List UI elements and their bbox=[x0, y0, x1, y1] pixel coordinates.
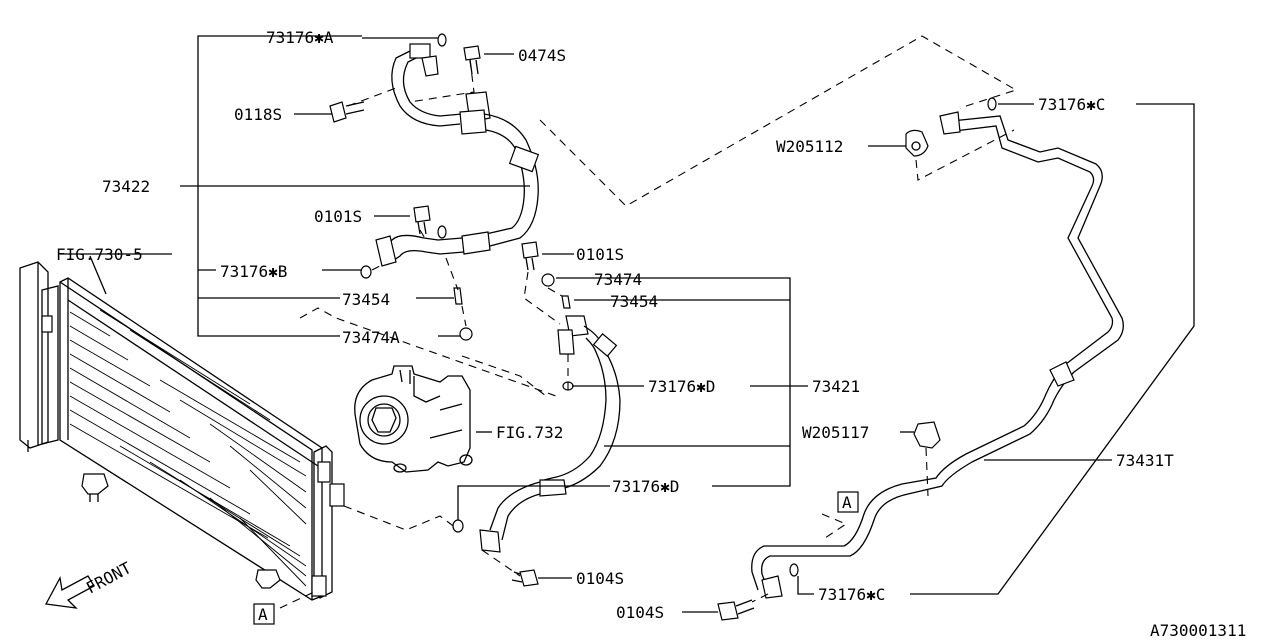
ref-box-a-lower-label: A bbox=[258, 605, 268, 624]
dashed-guides bbox=[279, 35, 1018, 609]
compressor bbox=[354, 365, 473, 473]
label-73421: 73421 bbox=[812, 377, 860, 396]
leader-lines bbox=[60, 35, 1195, 613]
condenser-fins bbox=[69, 309, 307, 587]
label-73176d-lower: 73176✱D bbox=[612, 477, 679, 496]
ref-box-a-upper bbox=[837, 491, 859, 513]
label-73176a: 73176✱A bbox=[266, 28, 334, 47]
hose-73421 bbox=[479, 315, 621, 553]
front-arrow bbox=[44, 575, 95, 609]
ref-box-a-upper-label: A bbox=[842, 493, 852, 512]
label-0118s: 0118S bbox=[234, 105, 282, 124]
label-0101s-upper: 0101S bbox=[314, 207, 362, 226]
label-73176b: 73176✱B bbox=[220, 262, 287, 281]
label-73474: 73474 bbox=[594, 270, 642, 289]
hose-73422 bbox=[375, 43, 540, 267]
pipe-73431t bbox=[751, 111, 1124, 599]
label-fig-732: FIG.732 bbox=[496, 423, 563, 442]
diagram-id: A730001311 bbox=[1150, 621, 1246, 640]
label-w205112: W205112 bbox=[776, 137, 843, 156]
label-73176c-upper: 73176✱C bbox=[1038, 95, 1105, 114]
label-fig-730-5: FIG.730-5 bbox=[56, 245, 143, 264]
label-73431t: 73431T bbox=[1116, 451, 1174, 470]
label-73176d-upper: 73176✱D bbox=[648, 377, 715, 396]
label-73176c-lower: 73176✱C bbox=[818, 585, 885, 604]
label-0474s: 0474S bbox=[518, 46, 566, 65]
label-0101s-right: 0101S bbox=[576, 245, 624, 264]
condenser bbox=[19, 261, 345, 601]
label-front: FRONT bbox=[83, 558, 135, 598]
label-w205117: W205117 bbox=[802, 423, 869, 442]
label-73474a: 73474A bbox=[342, 328, 400, 347]
ref-box-a-lower bbox=[253, 603, 275, 625]
label-73422: 73422 bbox=[102, 177, 150, 196]
label-73454-right: 73454 bbox=[610, 292, 658, 311]
label-73454-left: 73454 bbox=[342, 290, 390, 309]
small-parts bbox=[329, 33, 997, 621]
label-0104s-center: 0104S bbox=[576, 569, 624, 588]
label-0104s-bottom: 0104S bbox=[616, 603, 664, 622]
